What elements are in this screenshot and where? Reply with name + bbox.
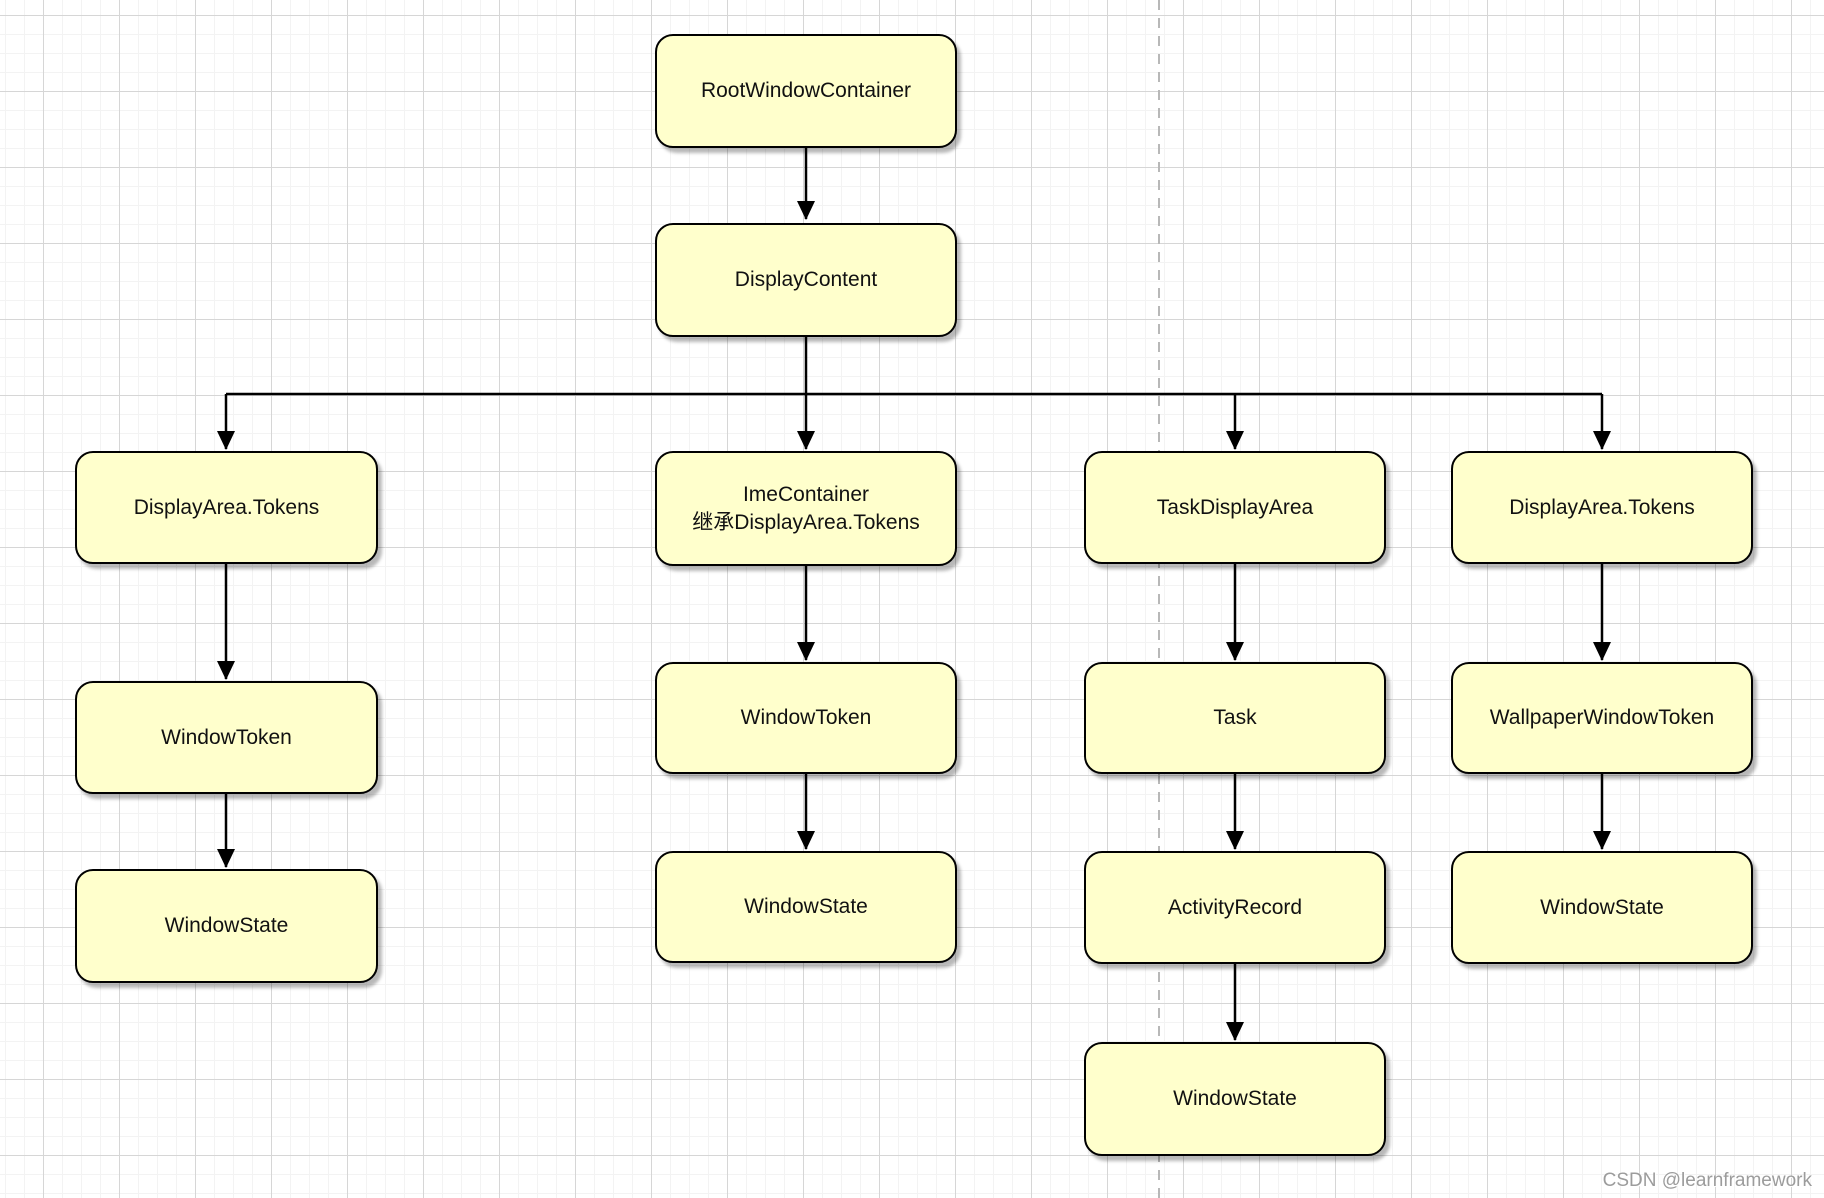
node-wallpaper-window-token: WallpaperWindowToken	[1451, 662, 1753, 774]
node-window-token-left: WindowToken	[75, 681, 378, 794]
node-label: WindowState	[1173, 1087, 1297, 1111]
node-display-area-tokens-right: DisplayArea.Tokens	[1451, 451, 1753, 564]
node-label: TaskDisplayArea	[1156, 495, 1314, 519]
node-label: RootWindowContainer	[700, 79, 912, 103]
node-label: WindowToken	[740, 706, 872, 730]
node-label: WindowToken	[161, 725, 292, 749]
node-label: ActivityRecord	[1167, 895, 1303, 919]
node-label-line1: ImeContainer	[742, 483, 870, 507]
node-window-state-wallpaper: WindowState	[1451, 851, 1753, 964]
node-label: DisplayArea.Tokens	[1509, 495, 1695, 519]
node-task: Task	[1084, 662, 1386, 774]
node-window-state-ime: WindowState	[655, 851, 957, 963]
node-label: WindowState	[1540, 895, 1664, 919]
node-label: WindowState	[164, 914, 289, 938]
node-label: DisplayArea.Tokens	[133, 495, 320, 519]
watermark: CSDN @learnframework	[1602, 1170, 1812, 1191]
node-display-area-tokens-left: DisplayArea.Tokens	[75, 451, 378, 564]
node-window-state-left: WindowState	[75, 869, 378, 983]
node-label: DisplayContent	[734, 268, 878, 292]
node-label: Task	[1213, 706, 1257, 730]
node-ime-container: ImeContainer 继承DisplayArea.Tokens	[655, 451, 957, 566]
node-display-content: DisplayContent	[655, 223, 957, 337]
node-window-state-task: WindowState	[1084, 1042, 1386, 1156]
node-window-token-ime: WindowToken	[655, 662, 957, 774]
node-task-display-area: TaskDisplayArea	[1084, 451, 1386, 564]
node-label: WindowState	[744, 895, 868, 919]
node-root-window-container: RootWindowContainer	[655, 34, 957, 148]
node-activity-record: ActivityRecord	[1084, 851, 1386, 964]
node-label-line2: 继承DisplayArea.Tokens	[692, 510, 920, 534]
node-label: WallpaperWindowToken	[1489, 706, 1715, 730]
